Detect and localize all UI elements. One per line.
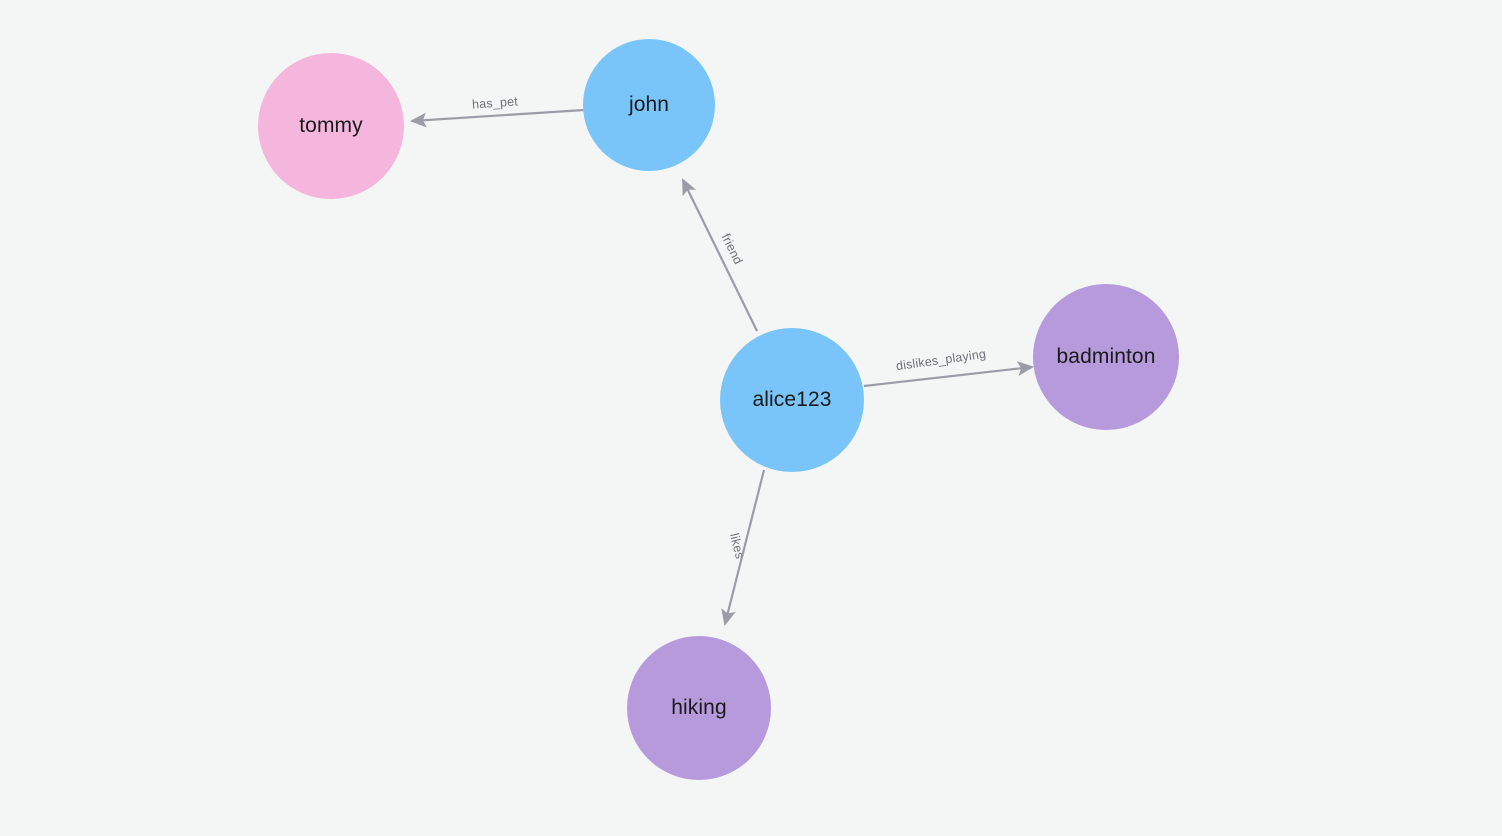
graph-node-alice123[interactable]: alice123 [720, 328, 864, 472]
node-label: badminton [1056, 345, 1156, 369]
graph-edge[interactable] [682, 178, 758, 332]
graph-node-john[interactable]: john [583, 39, 715, 171]
node-label: alice123 [752, 388, 832, 412]
node-label: tommy [299, 114, 363, 138]
node-label: hiking [671, 696, 727, 720]
node-label: john [628, 93, 670, 117]
graph-edge[interactable] [863, 361, 1035, 388]
graph-node-hiking[interactable]: hiking [627, 636, 771, 780]
graph-edge[interactable] [721, 469, 766, 626]
graph-node-tommy[interactable]: tommy [258, 53, 404, 199]
graph-node-badminton[interactable]: badminton [1033, 284, 1179, 430]
graph-edge[interactable] [409, 108, 585, 128]
